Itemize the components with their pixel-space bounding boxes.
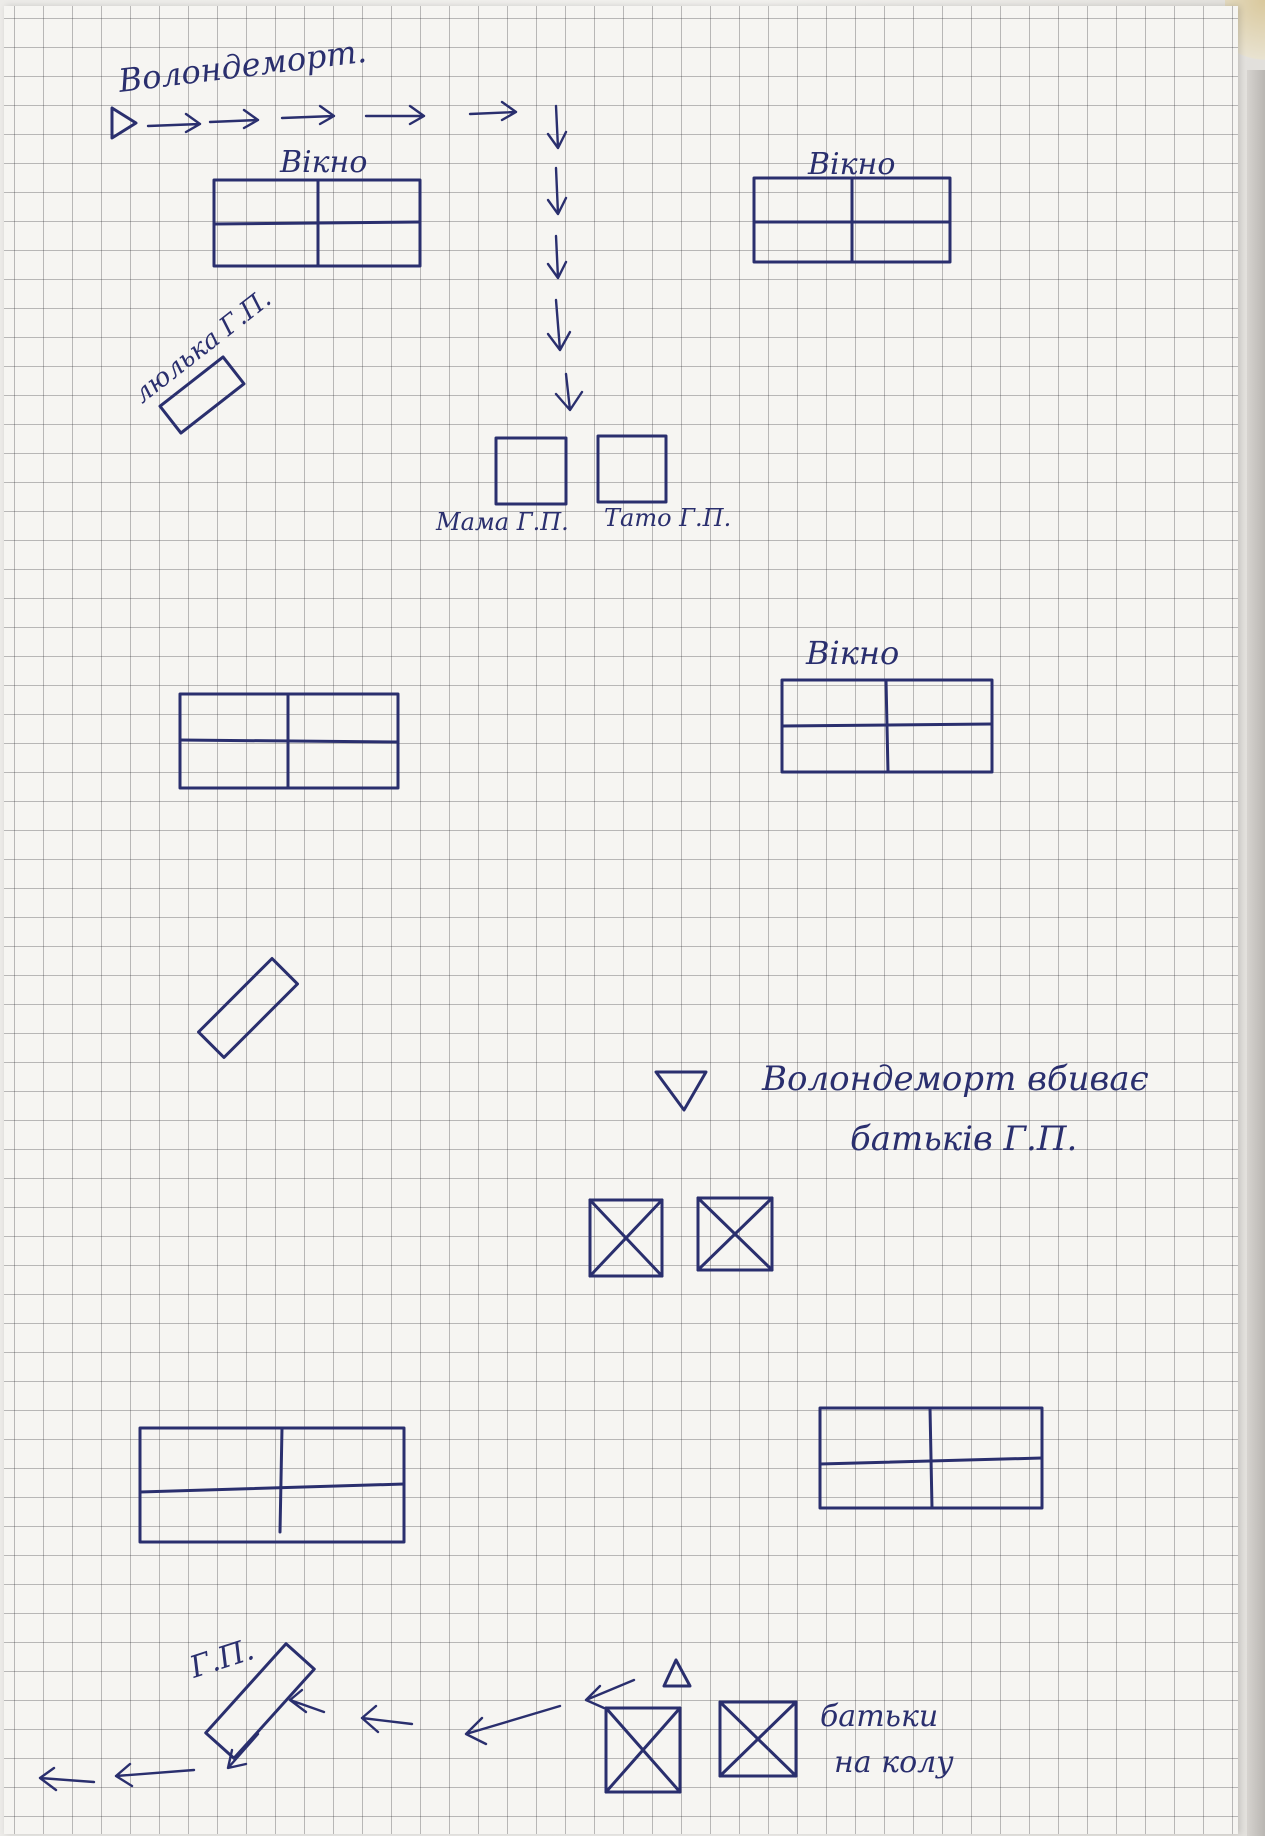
harry-escape: Г.П. [40, 1632, 690, 1790]
return-arrow-3 [362, 1706, 412, 1732]
kills-line-2: батьків Г.П. [850, 1119, 1077, 1159]
parents-alive: Мама Г.П. Тато Г.П. [435, 436, 731, 536]
path-arrow-3 [282, 106, 334, 124]
path-arrow-1 [148, 114, 200, 132]
scene1-window-left: Вікно [214, 145, 420, 266]
voldemort-kills: Волондеморт вбиває батьків Г.П. [656, 1059, 1149, 1159]
cradle-scene2 [199, 959, 298, 1058]
harry-cradle: люлька Г.П. [128, 284, 277, 433]
harry-label: Г.П. [185, 1632, 259, 1686]
mother-box [496, 438, 566, 504]
return-arrow-1 [586, 1680, 634, 1708]
path-arrow-down-1 [548, 106, 566, 148]
scene2-window-left [180, 694, 398, 788]
path-arrow-4 [366, 106, 424, 124]
scene2-window-right: Вікно [782, 634, 992, 772]
path-arrow-5 [470, 102, 516, 120]
path-arrow-down-4 [548, 300, 570, 350]
scene3-window-right [820, 1408, 1042, 1508]
father-box [598, 436, 666, 502]
voldemort-marker [112, 108, 136, 138]
voldemort-label: Волондеморт. [115, 32, 368, 100]
mother-label: Мама Г.П. [435, 508, 569, 536]
return-arrow-5 [228, 1734, 258, 1768]
scene3-window-left [140, 1428, 404, 1542]
parents-dead [590, 1198, 772, 1276]
path-arrow-2 [210, 110, 258, 128]
parents-dead-line-1: батьки [820, 1699, 938, 1734]
path-arrow-down-3 [548, 236, 566, 278]
kills-line-1: Волондеморт вбиває [761, 1059, 1149, 1099]
exit-arrow-2 [40, 1768, 94, 1790]
return-arrow-4 [290, 1690, 324, 1712]
parents-dead-line-2: на колу [834, 1745, 954, 1780]
path-arrow-down-2 [548, 168, 566, 214]
exit-arrow-1 [116, 1764, 194, 1786]
path-arrow-down-5 [556, 374, 582, 410]
voldemort-marker-2 [656, 1072, 706, 1110]
voldemort-marker-3 [664, 1660, 690, 1686]
return-arrow-2 [466, 1706, 560, 1744]
cradle-label: люлька Г.П. [128, 284, 277, 410]
scene1-window-right: Вікно [754, 147, 950, 262]
father-label: Тато Г.П. [604, 504, 731, 532]
window-label-1: Вікно [279, 145, 367, 180]
window-label-3: Вікно [805, 634, 899, 672]
parents-dead-final: батьки на колу [606, 1699, 954, 1792]
